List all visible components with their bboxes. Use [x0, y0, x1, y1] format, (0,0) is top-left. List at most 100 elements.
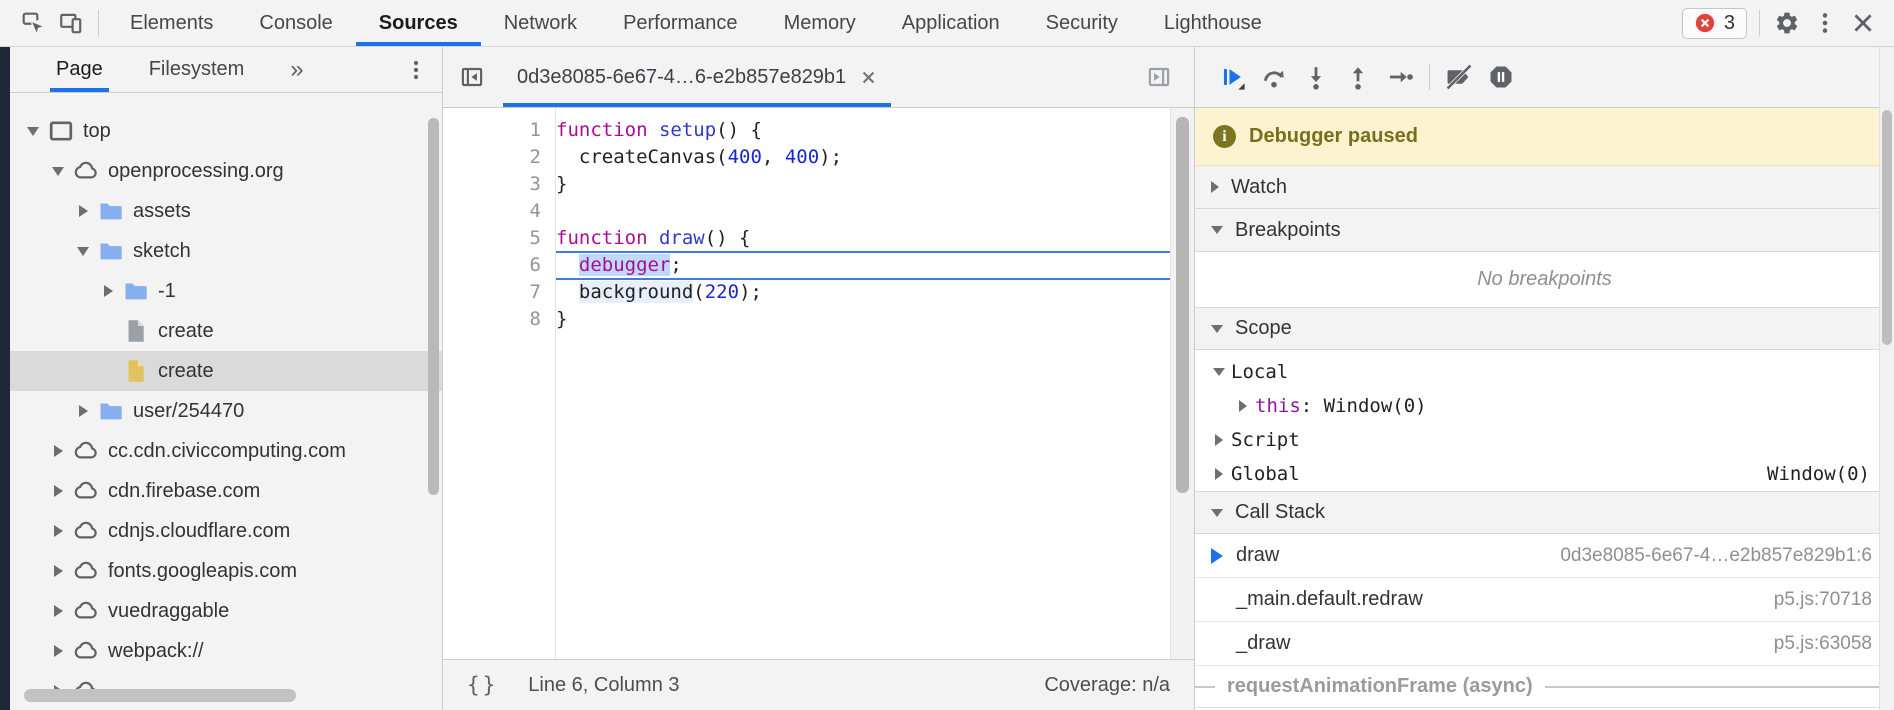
panel-tab-elements[interactable]: Elements — [130, 11, 214, 34]
code-line-7[interactable]: background(220); — [556, 279, 1194, 306]
panel-tab-network[interactable]: Network — [503, 11, 578, 34]
tree-item-cdnjs-cloudflare-com[interactable]: cdnjs.cloudflare.com — [10, 511, 442, 551]
tree-item-create[interactable]: create — [10, 351, 442, 391]
tree-item-create[interactable]: create — [10, 311, 442, 351]
debugger-scrollbar[interactable] — [1879, 47, 1894, 710]
line-number-2[interactable]: 2 — [529, 146, 541, 168]
settings-gear-icon[interactable] — [1768, 4, 1806, 42]
scope-row-script[interactable]: Script — [1195, 423, 1894, 457]
tree-item-cdn-firebase-com[interactable]: cdn.firebase.com — [10, 471, 442, 511]
code-column: function setup() { createCanvas(400, 400… — [556, 108, 1194, 659]
expander-closed[interactable] — [47, 565, 69, 577]
editor-scrollbar[interactable] — [1170, 108, 1194, 659]
sidebar-vertical-scrollbar-thumb[interactable] — [428, 118, 439, 495]
panel-tab-application[interactable]: Application — [901, 11, 1000, 34]
scope-row-local[interactable]: Local — [1195, 355, 1894, 389]
tree-item-fonts-googleapis-com[interactable]: fonts.googleapis.com — [10, 551, 442, 591]
expanded-triangle-icon — [27, 126, 39, 136]
navigator-tab-page[interactable]: Page — [50, 47, 109, 92]
line-number-6[interactable]: 6 — [529, 254, 541, 276]
editor-tabbar: 0d3e8085-6e67-4…6-e2b857e829b1 — [443, 47, 1194, 108]
more-tabs-chevron[interactable]: » — [290, 55, 304, 83]
line-number-3[interactable]: 3 — [529, 173, 541, 195]
navigator-kebab-menu-icon[interactable] — [404, 47, 442, 92]
hide-navigator-icon[interactable] — [453, 58, 491, 96]
deactivate-breakpoints-icon[interactable] — [1438, 56, 1480, 98]
tree-item-vuedraggable[interactable]: vuedraggable — [10, 591, 442, 631]
expander-open[interactable] — [22, 126, 44, 136]
expander-closed[interactable] — [47, 605, 69, 617]
panel-tab-memory[interactable]: Memory — [783, 11, 856, 34]
code-line-3[interactable]: } — [556, 171, 1194, 198]
line-number-8[interactable]: 8 — [529, 308, 541, 330]
tree-item-top[interactable]: top — [10, 111, 442, 151]
expander-closed[interactable] — [47, 645, 69, 657]
kebab-menu-icon[interactable] — [1806, 4, 1844, 42]
editor-scrollbar-thumb[interactable] — [1176, 117, 1189, 493]
close-devtools-icon[interactable] — [1844, 4, 1882, 42]
line-number-7[interactable]: 7 — [529, 281, 541, 303]
expander-open[interactable] — [47, 166, 69, 176]
pretty-print-icon[interactable]: {} — [467, 673, 499, 697]
code-line-1[interactable]: function setup() { — [556, 117, 1194, 144]
section-call-stack[interactable]: Call Stack — [1195, 491, 1894, 534]
line-number-1[interactable]: 1 — [529, 119, 541, 141]
panel-tab-performance[interactable]: Performance — [623, 11, 738, 34]
file-icon — [122, 317, 150, 345]
tree-item-1[interactable]: -1 — [10, 271, 442, 311]
section-watch[interactable]: Watch — [1195, 166, 1894, 209]
sidebar-horizontal-scrollbar-thumb[interactable] — [24, 689, 296, 702]
section-breakpoints[interactable]: Breakpoints — [1195, 209, 1894, 252]
expander-open[interactable] — [72, 246, 94, 256]
expander-open[interactable] — [1207, 368, 1231, 376]
code-line-2[interactable]: createCanvas(400, 400); — [556, 144, 1194, 171]
expander-closed[interactable] — [97, 285, 119, 297]
navigator-tab-filesystem[interactable]: Filesystem — [148, 58, 245, 80]
tree-item-openprocessing-org[interactable]: openprocessing.org — [10, 151, 442, 191]
expander-closed[interactable] — [1207, 468, 1231, 480]
code-line-8[interactable]: } — [556, 306, 1194, 333]
console-error-badge[interactable]: 3 — [1681, 7, 1747, 39]
code-line-6[interactable]: debugger; — [556, 251, 1194, 280]
code-line-4[interactable] — [556, 198, 1194, 225]
code-line-5[interactable]: function draw() { — [556, 225, 1194, 252]
tree-item-cc-cdn-civiccomputing-com[interactable]: cc.cdn.civiccomputing.com — [10, 431, 442, 471]
scope-row-this[interactable]: this: Window(0) — [1195, 389, 1894, 423]
section-scope[interactable]: Scope — [1195, 307, 1894, 350]
step-out-icon[interactable] — [1337, 56, 1379, 98]
step-icon[interactable] — [1379, 56, 1421, 98]
expander-closed[interactable] — [1207, 434, 1231, 446]
inspect-element-icon[interactable] — [14, 4, 52, 42]
tree-item-user-254470[interactable]: user/254470 — [10, 391, 442, 431]
step-into-icon[interactable] — [1295, 56, 1337, 98]
expander-closed[interactable] — [72, 405, 94, 417]
editor-tab-active[interactable]: 0d3e8085-6e67-4…6-e2b857e829b1 — [501, 47, 893, 107]
debugger-scrollbar-thumb[interactable] — [1882, 110, 1892, 345]
expander-closed[interactable] — [1231, 400, 1255, 412]
device-toolbar-icon[interactable] — [52, 4, 90, 42]
tree-item-assets[interactable]: assets — [10, 191, 442, 231]
panel-tab-lighthouse[interactable]: Lighthouse — [1163, 11, 1262, 34]
line-number-gutter: 1 2 3 4 5 6 7 8 — [443, 108, 556, 659]
panel-tab-sources[interactable]: Sources — [355, 0, 481, 46]
expander-closed[interactable] — [47, 525, 69, 537]
line-number-5[interactable]: 5 — [529, 227, 541, 249]
show-next-panel-icon[interactable] — [1140, 58, 1178, 96]
line-number-4[interactable]: 4 — [529, 200, 541, 222]
expander-closed[interactable] — [47, 485, 69, 497]
panel-tab-security[interactable]: Security — [1045, 11, 1118, 34]
tree-item-sketch[interactable]: sketch — [10, 231, 442, 271]
frame-function-name: _draw — [1236, 632, 1291, 654]
pause-on-exceptions-icon[interactable] — [1480, 56, 1522, 98]
tree-item-webpack[interactable]: webpack:// — [10, 631, 442, 671]
resume-script-icon[interactable] — [1211, 56, 1253, 98]
expander-closed[interactable] — [72, 205, 94, 217]
step-over-icon[interactable] — [1253, 56, 1295, 98]
expander-closed[interactable] — [47, 445, 69, 457]
tab-close-icon[interactable] — [860, 69, 877, 86]
panel-tab-console[interactable]: Console — [259, 11, 333, 34]
